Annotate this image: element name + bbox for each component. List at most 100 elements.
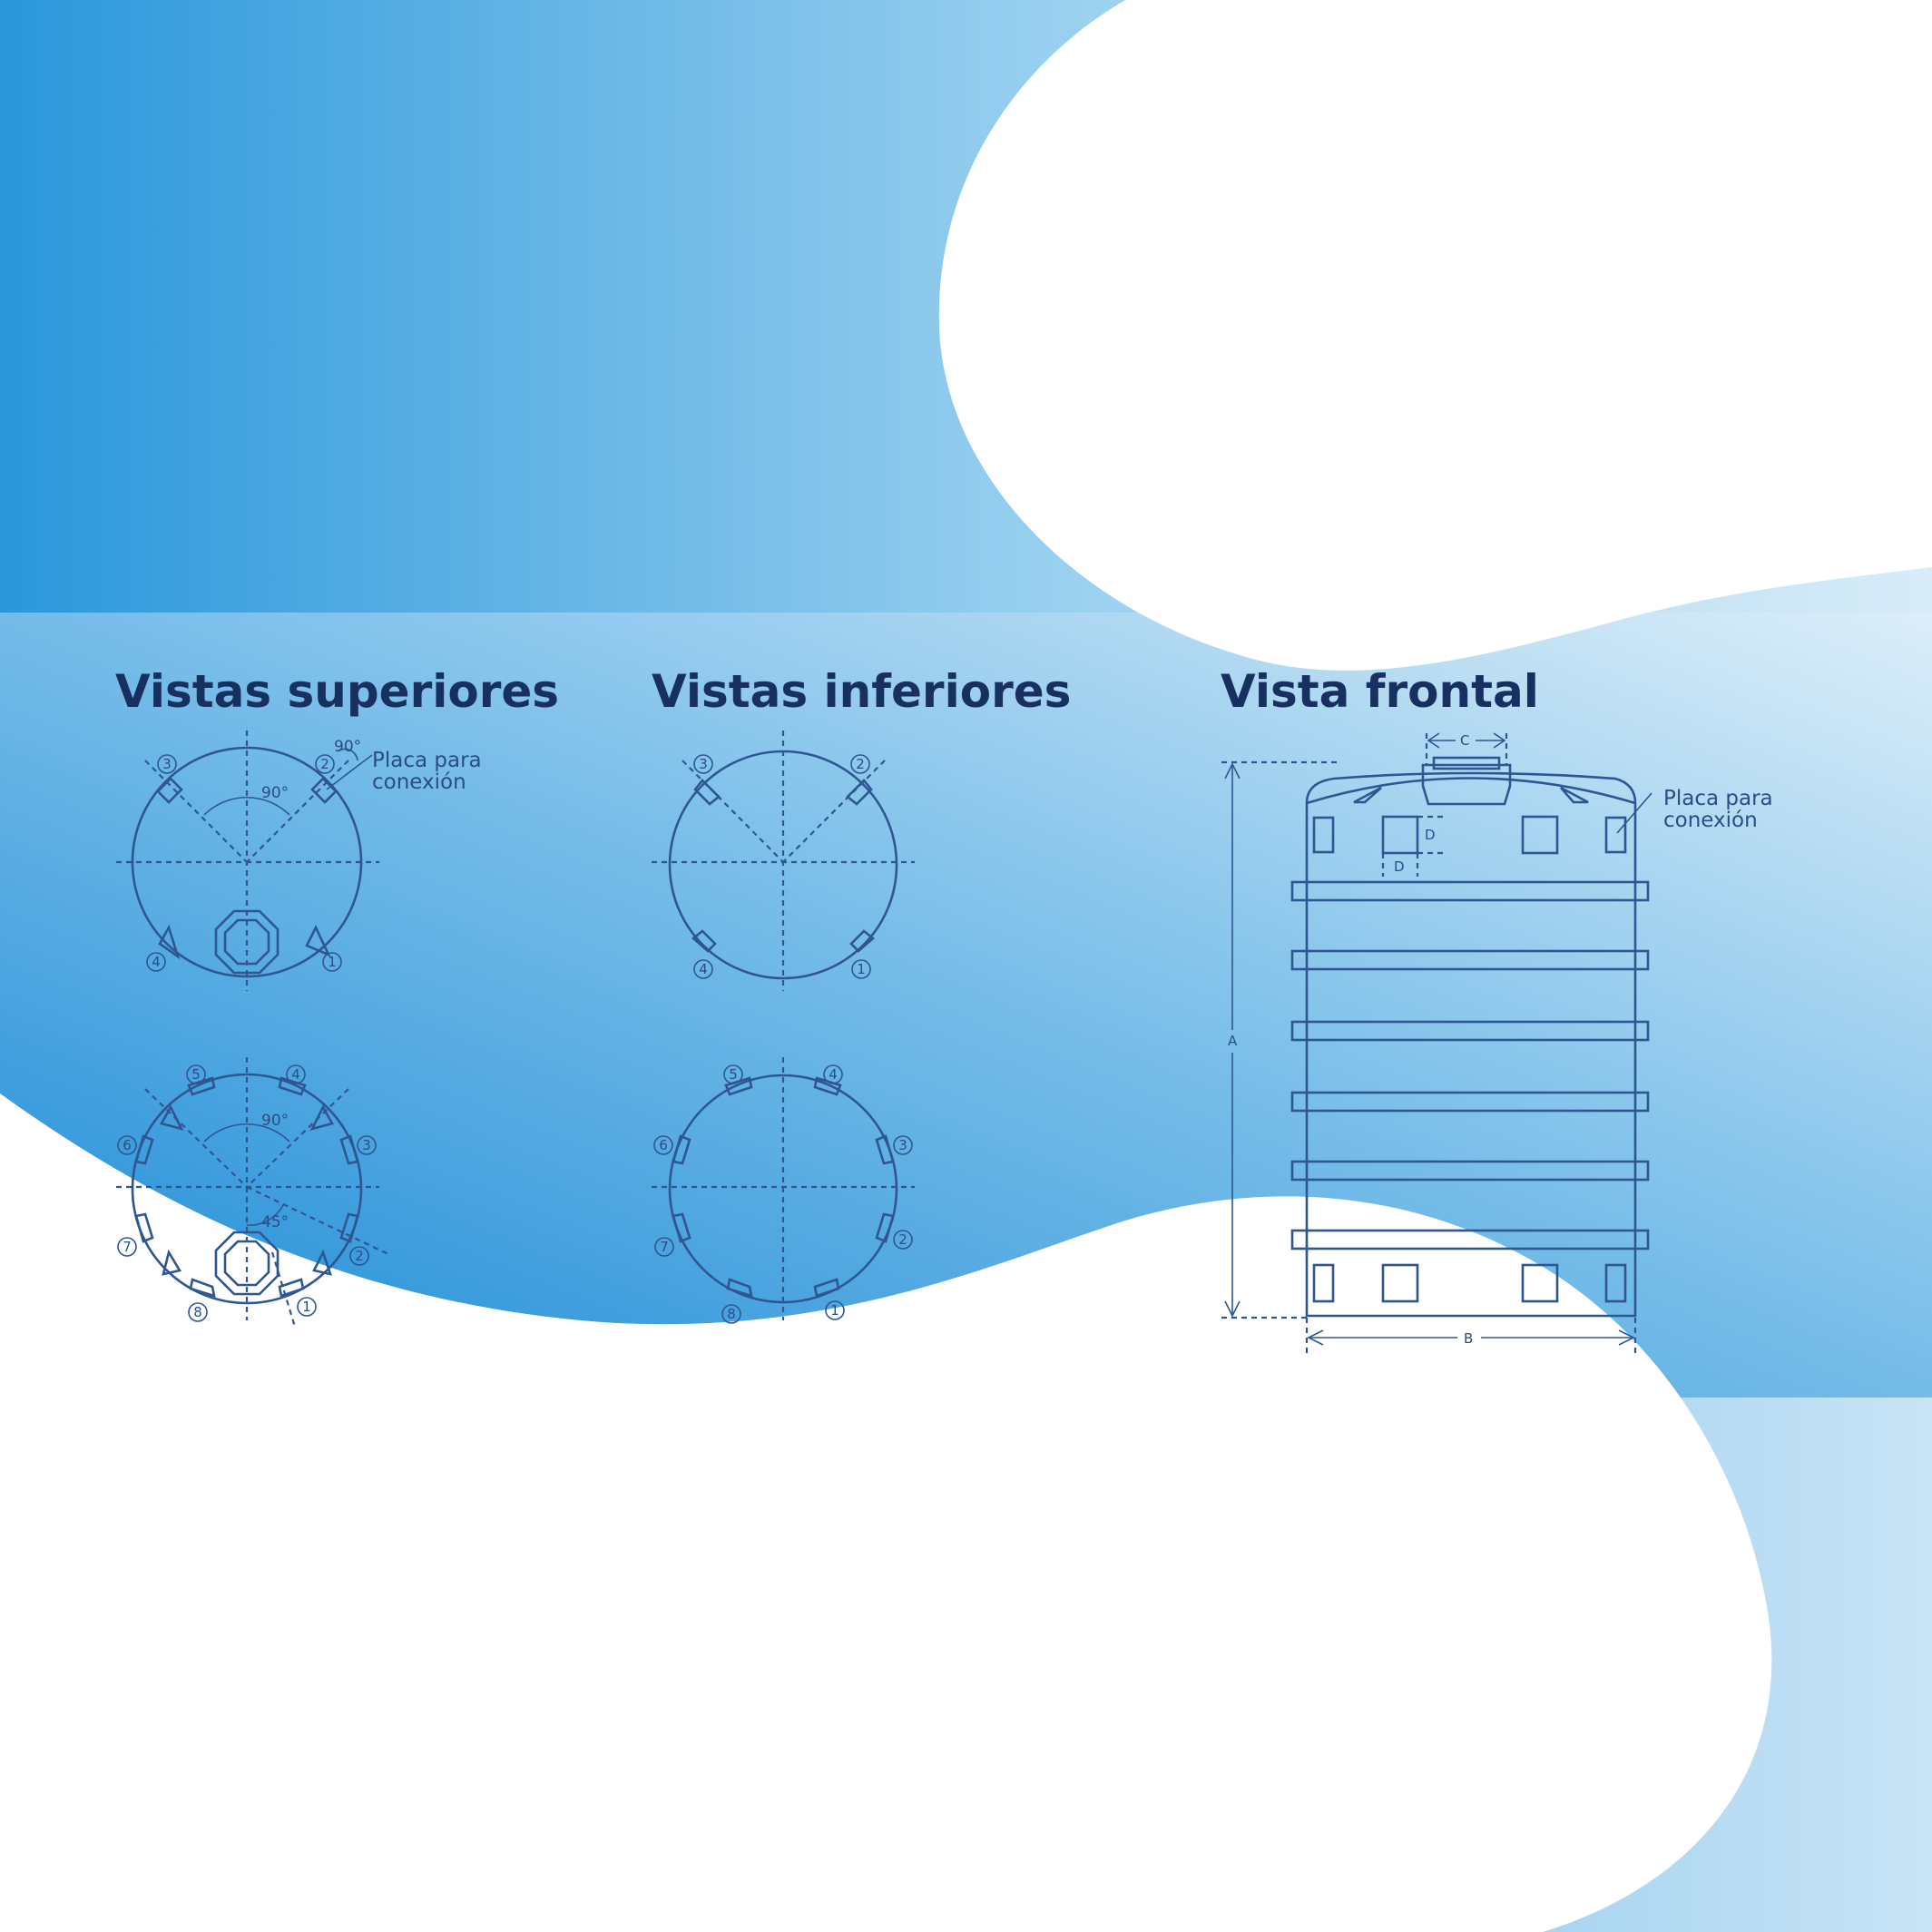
manhole-outer [214, 1231, 280, 1296]
svg-text:4: 4 [829, 1066, 838, 1083]
dim-c-label: C [1460, 732, 1469, 749]
top-lug-right [1560, 786, 1589, 804]
lug-nw [160, 1104, 184, 1132]
angle-arc-45 [246, 1204, 284, 1226]
bottom-white-wave [0, 1093, 1772, 1932]
bottom-view-4-plates: 3 2 4 1 [652, 731, 915, 991]
marker-6: 6 [117, 1135, 137, 1155]
bottom-plate-4 [1604, 1263, 1627, 1303]
plate-3 [339, 1134, 359, 1165]
dim-a-arrow-bottom [1224, 1300, 1241, 1318]
bottom-plate-1 [1312, 1263, 1335, 1303]
plate-4 [158, 924, 181, 960]
callout-leader [326, 754, 373, 790]
dim-d2-label: D [1394, 858, 1405, 875]
plate-8 [726, 1278, 753, 1298]
tank-dome [1306, 777, 1636, 805]
svg-text:2: 2 [898, 1231, 907, 1248]
axis-diagonal-left [144, 1088, 248, 1188]
dim-c-arrow-left [1427, 732, 1440, 749]
marker-8: 8 [188, 1302, 208, 1322]
svg-text:1: 1 [830, 1302, 839, 1319]
tank-outline [131, 1073, 363, 1305]
plate-2 [339, 1212, 359, 1243]
axis-diagonal-right [782, 760, 886, 863]
angle-label-inner: 90° [261, 784, 289, 802]
dim-b-label: B [1464, 1330, 1473, 1347]
marker-3: 3 [357, 1135, 377, 1155]
plate-7 [134, 1212, 154, 1243]
rib-6 [1290, 1229, 1650, 1250]
svg-text:3: 3 [699, 756, 708, 772]
callout-line2: conexión [1663, 809, 1758, 832]
plate-6 [134, 1134, 154, 1165]
axis-45 [246, 1186, 389, 1255]
top-plate-4 [1604, 816, 1627, 854]
rib-3 [1290, 1020, 1650, 1042]
marker-1: 1 [851, 959, 871, 979]
lid-top [1432, 756, 1501, 770]
dim-a-arrow-top [1224, 762, 1241, 780]
front-view: D D C A B [1221, 732, 1773, 1357]
marker-1: 1 [322, 952, 342, 972]
marker-2: 2 [349, 1246, 369, 1266]
rib-4 [1290, 1091, 1650, 1113]
axis-diagonal-left [682, 760, 784, 863]
lid [1421, 763, 1512, 806]
callout-line2: conexión [372, 770, 466, 794]
svg-text:3: 3 [898, 1137, 907, 1153]
plate-1 [813, 1278, 840, 1298]
lug-sw [162, 1249, 182, 1276]
title-bottom-views: Vistas inferiores [652, 665, 1071, 718]
rib-2 [1290, 949, 1650, 971]
top-plate-1 [1312, 816, 1335, 854]
rib-1 [1290, 880, 1650, 902]
bottom-plate-3 [1521, 1263, 1559, 1303]
marker-3: 3 [893, 1135, 913, 1155]
svg-text:1: 1 [857, 961, 866, 977]
marker-4: 4 [823, 1064, 843, 1084]
svg-text:1: 1 [328, 954, 337, 970]
plate-3 [693, 779, 721, 806]
svg-text:4: 4 [291, 1066, 300, 1083]
title-front-view: Vista frontal [1221, 665, 1539, 718]
svg-text:6: 6 [123, 1137, 132, 1153]
plate-6 [672, 1134, 691, 1165]
angle-arc [203, 796, 290, 816]
plate-5 [724, 1076, 753, 1096]
plate-3 [156, 777, 183, 804]
plate-3 [875, 1134, 895, 1165]
axis-diagonal-left [144, 760, 248, 863]
rib-5 [1290, 1160, 1650, 1182]
manhole-inner [223, 1240, 270, 1287]
marker-8: 8 [721, 1304, 741, 1324]
dim-a-label: A [1228, 1033, 1238, 1049]
svg-text:6: 6 [659, 1137, 668, 1153]
top-view-4-plates: 90° 90° Placa para conexión 3 2 4 1 [116, 731, 482, 991]
svg-text:3: 3 [362, 1137, 371, 1153]
plate-4 [691, 929, 717, 953]
dim-b-arrow-left [1307, 1329, 1324, 1346]
marker-1: 1 [825, 1300, 845, 1320]
svg-text:2: 2 [856, 756, 865, 772]
svg-text:8: 8 [727, 1306, 736, 1322]
svg-text:7: 7 [123, 1239, 132, 1255]
svg-text:7: 7 [660, 1239, 669, 1255]
axis-diagonal-right [246, 1088, 349, 1188]
svg-text:4: 4 [152, 954, 161, 970]
plate-2 [846, 779, 873, 806]
callout-line1: Placa para [372, 749, 482, 772]
dim-d1-label: D [1425, 827, 1436, 843]
bottom-view-8-plates: 5 4 6 3 7 2 8 1 [652, 1057, 915, 1324]
marker-2: 2 [893, 1230, 913, 1250]
plate-1 [278, 1278, 305, 1298]
marker-2: 2 [850, 754, 870, 774]
angle-label-45: 45° [261, 1213, 289, 1231]
plate-2 [875, 1212, 895, 1243]
marker-7: 7 [654, 1237, 674, 1257]
marker-3: 3 [157, 754, 177, 774]
marker-7: 7 [117, 1237, 137, 1257]
dim-b-arrow-right [1618, 1329, 1635, 1346]
svg-text:8: 8 [193, 1304, 202, 1320]
